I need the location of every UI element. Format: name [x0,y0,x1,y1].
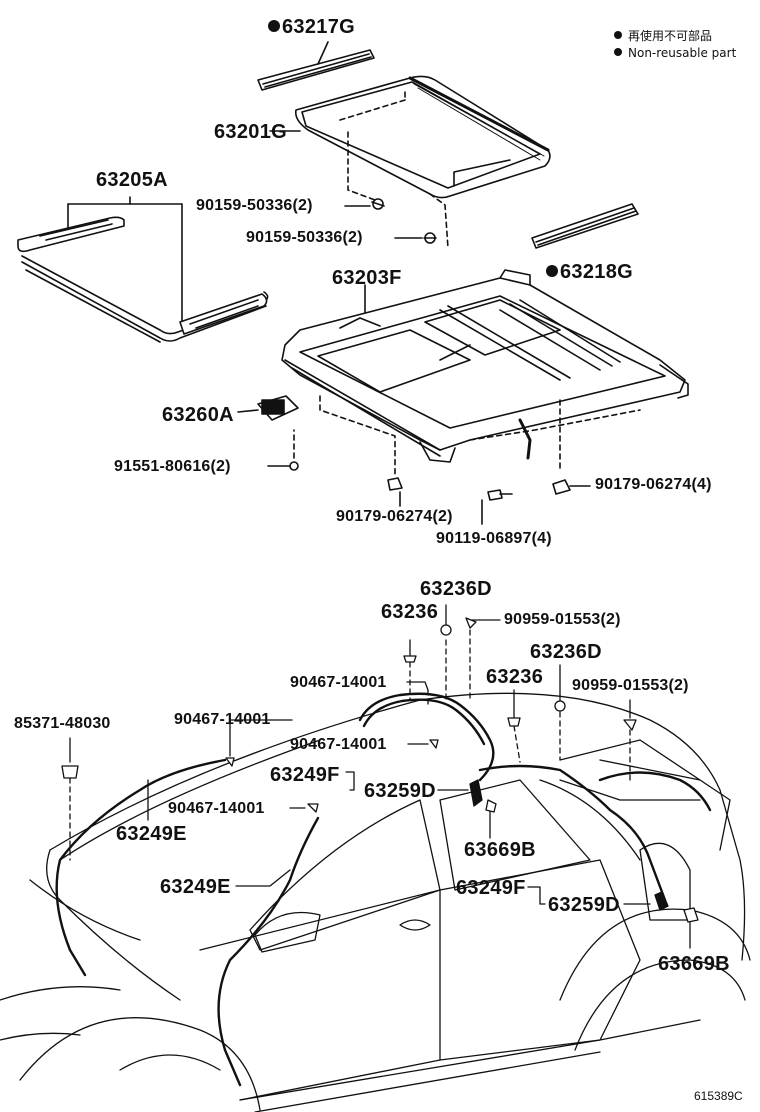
weatherstrip-63218G-drawing [531,203,639,249]
label-90467-low: 90467-14001 [168,800,265,817]
label-63259D-lower: 63259D [548,894,620,916]
label-63249E-center: 63249E [160,876,231,898]
label-90467-left: 90467-14001 [174,711,271,728]
weatherstrip-63217G-drawing [257,41,375,91]
non-reusable-marker-icon [268,20,280,32]
label-90467-mid: 90467-14001 [290,736,387,753]
label-91551: 91551-80616(2) [114,458,231,475]
label-90159-b: 90159-50336(2) [246,229,363,246]
label-63218G: 63218G [546,262,633,282]
label-90159-a: 90159-50336(2) [196,197,313,214]
legend-en-text: Non-reusable part [628,46,737,60]
label-63203F: 63203F [332,267,402,289]
label-63205A: 63205A [96,169,168,191]
label-63249F-lower: 63249F [456,877,526,899]
label-90179-left: 90179-06274(2) [336,508,453,525]
non-reusable-marker-icon [546,265,558,277]
legend-jp-text: 再使用不可部品 [628,29,713,43]
label-90179-right: 90179-06274(4) [595,476,712,493]
legend-jp: 再使用不可部品 [614,30,712,42]
label-63249F-upper: 63249F [270,764,340,786]
car-body-drawing [0,692,751,1112]
label-63236-upper: 63236 [381,601,439,623]
drain-hoses-drawing [55,692,712,1087]
bullet-icon [614,31,622,39]
label-63236D-upper: 63236D [420,578,492,600]
legend-en: Non-reusable part [614,47,736,59]
label-63260A: 63260A [162,404,234,426]
figure-number: 615389C [694,1089,743,1103]
label-90959-upper: 90959-01553(2) [504,611,621,628]
label-90119: 90119-06897(4) [436,530,552,547]
glass-63201G-drawing [269,75,551,199]
label-63259D-upper: 63259D [364,780,436,802]
label-63217G: 63217G [268,17,355,37]
label-63201G: 63201G [214,121,287,143]
frame-63203F-drawing [281,269,689,476]
label-63236D-lower: 63236D [530,641,602,663]
motor-63260A-drawing [237,395,299,471]
screws-90159-drawing [344,131,449,249]
leader-lines-lower [61,604,699,949]
label-63236-lower: 63236 [486,666,544,688]
label-63669B-lower: 63669B [658,953,730,975]
clips-90179-drawing [387,477,591,525]
label-63669B-upper: 63669B [464,839,536,861]
label-85371: 85371-48030 [14,715,111,732]
label-63249E-left: 63249E [116,823,187,845]
label-90959-lower: 90959-01553(2) [572,677,689,694]
rails-63205A-drawing [17,196,269,343]
label-90467-top: 90467-14001 [290,674,387,691]
bullet-icon [614,48,622,56]
